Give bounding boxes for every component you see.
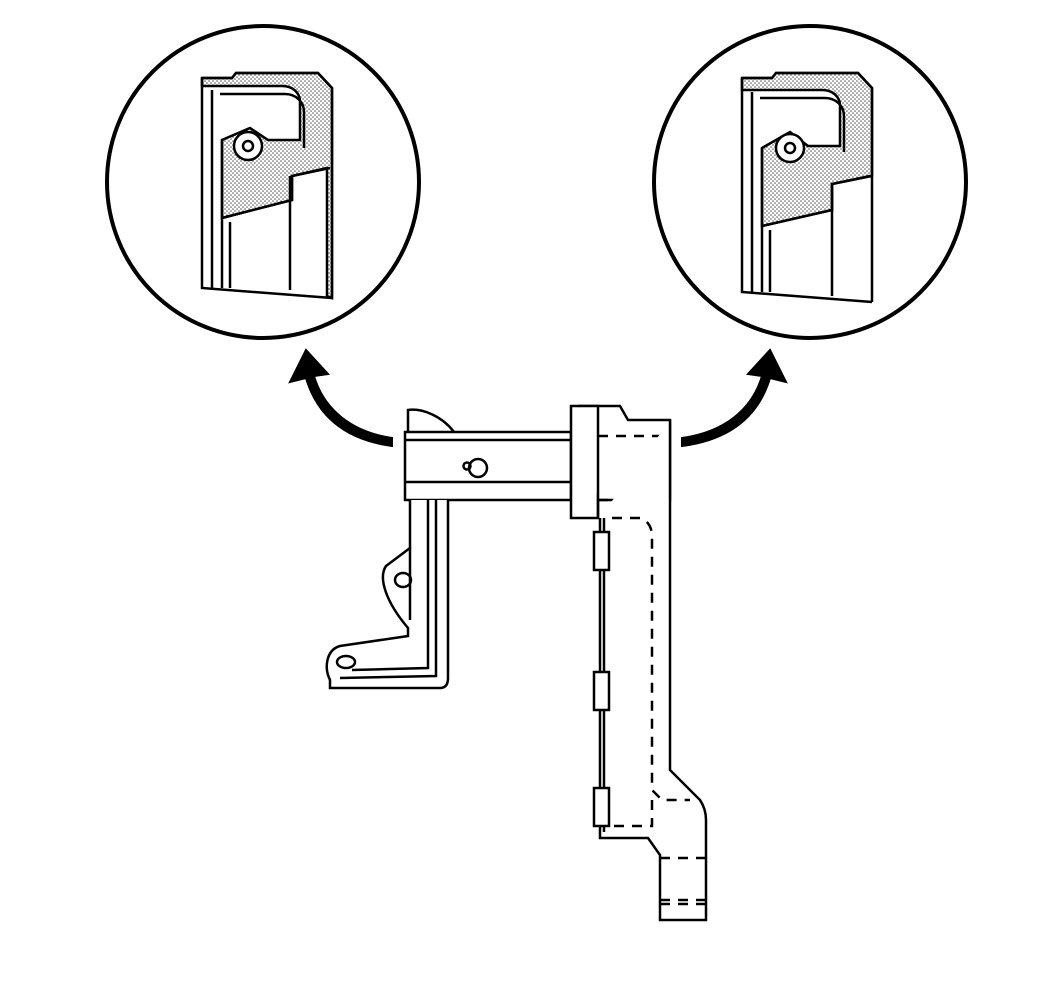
bracket-assembly <box>325 404 708 922</box>
detail-view-right <box>652 24 968 340</box>
detail-view-left <box>105 24 421 340</box>
detail-left-part <box>200 71 334 300</box>
curved-arrow-icon-left <box>288 348 393 448</box>
detail-right-part <box>740 71 874 304</box>
curved-arrow-icon-right <box>681 348 788 448</box>
